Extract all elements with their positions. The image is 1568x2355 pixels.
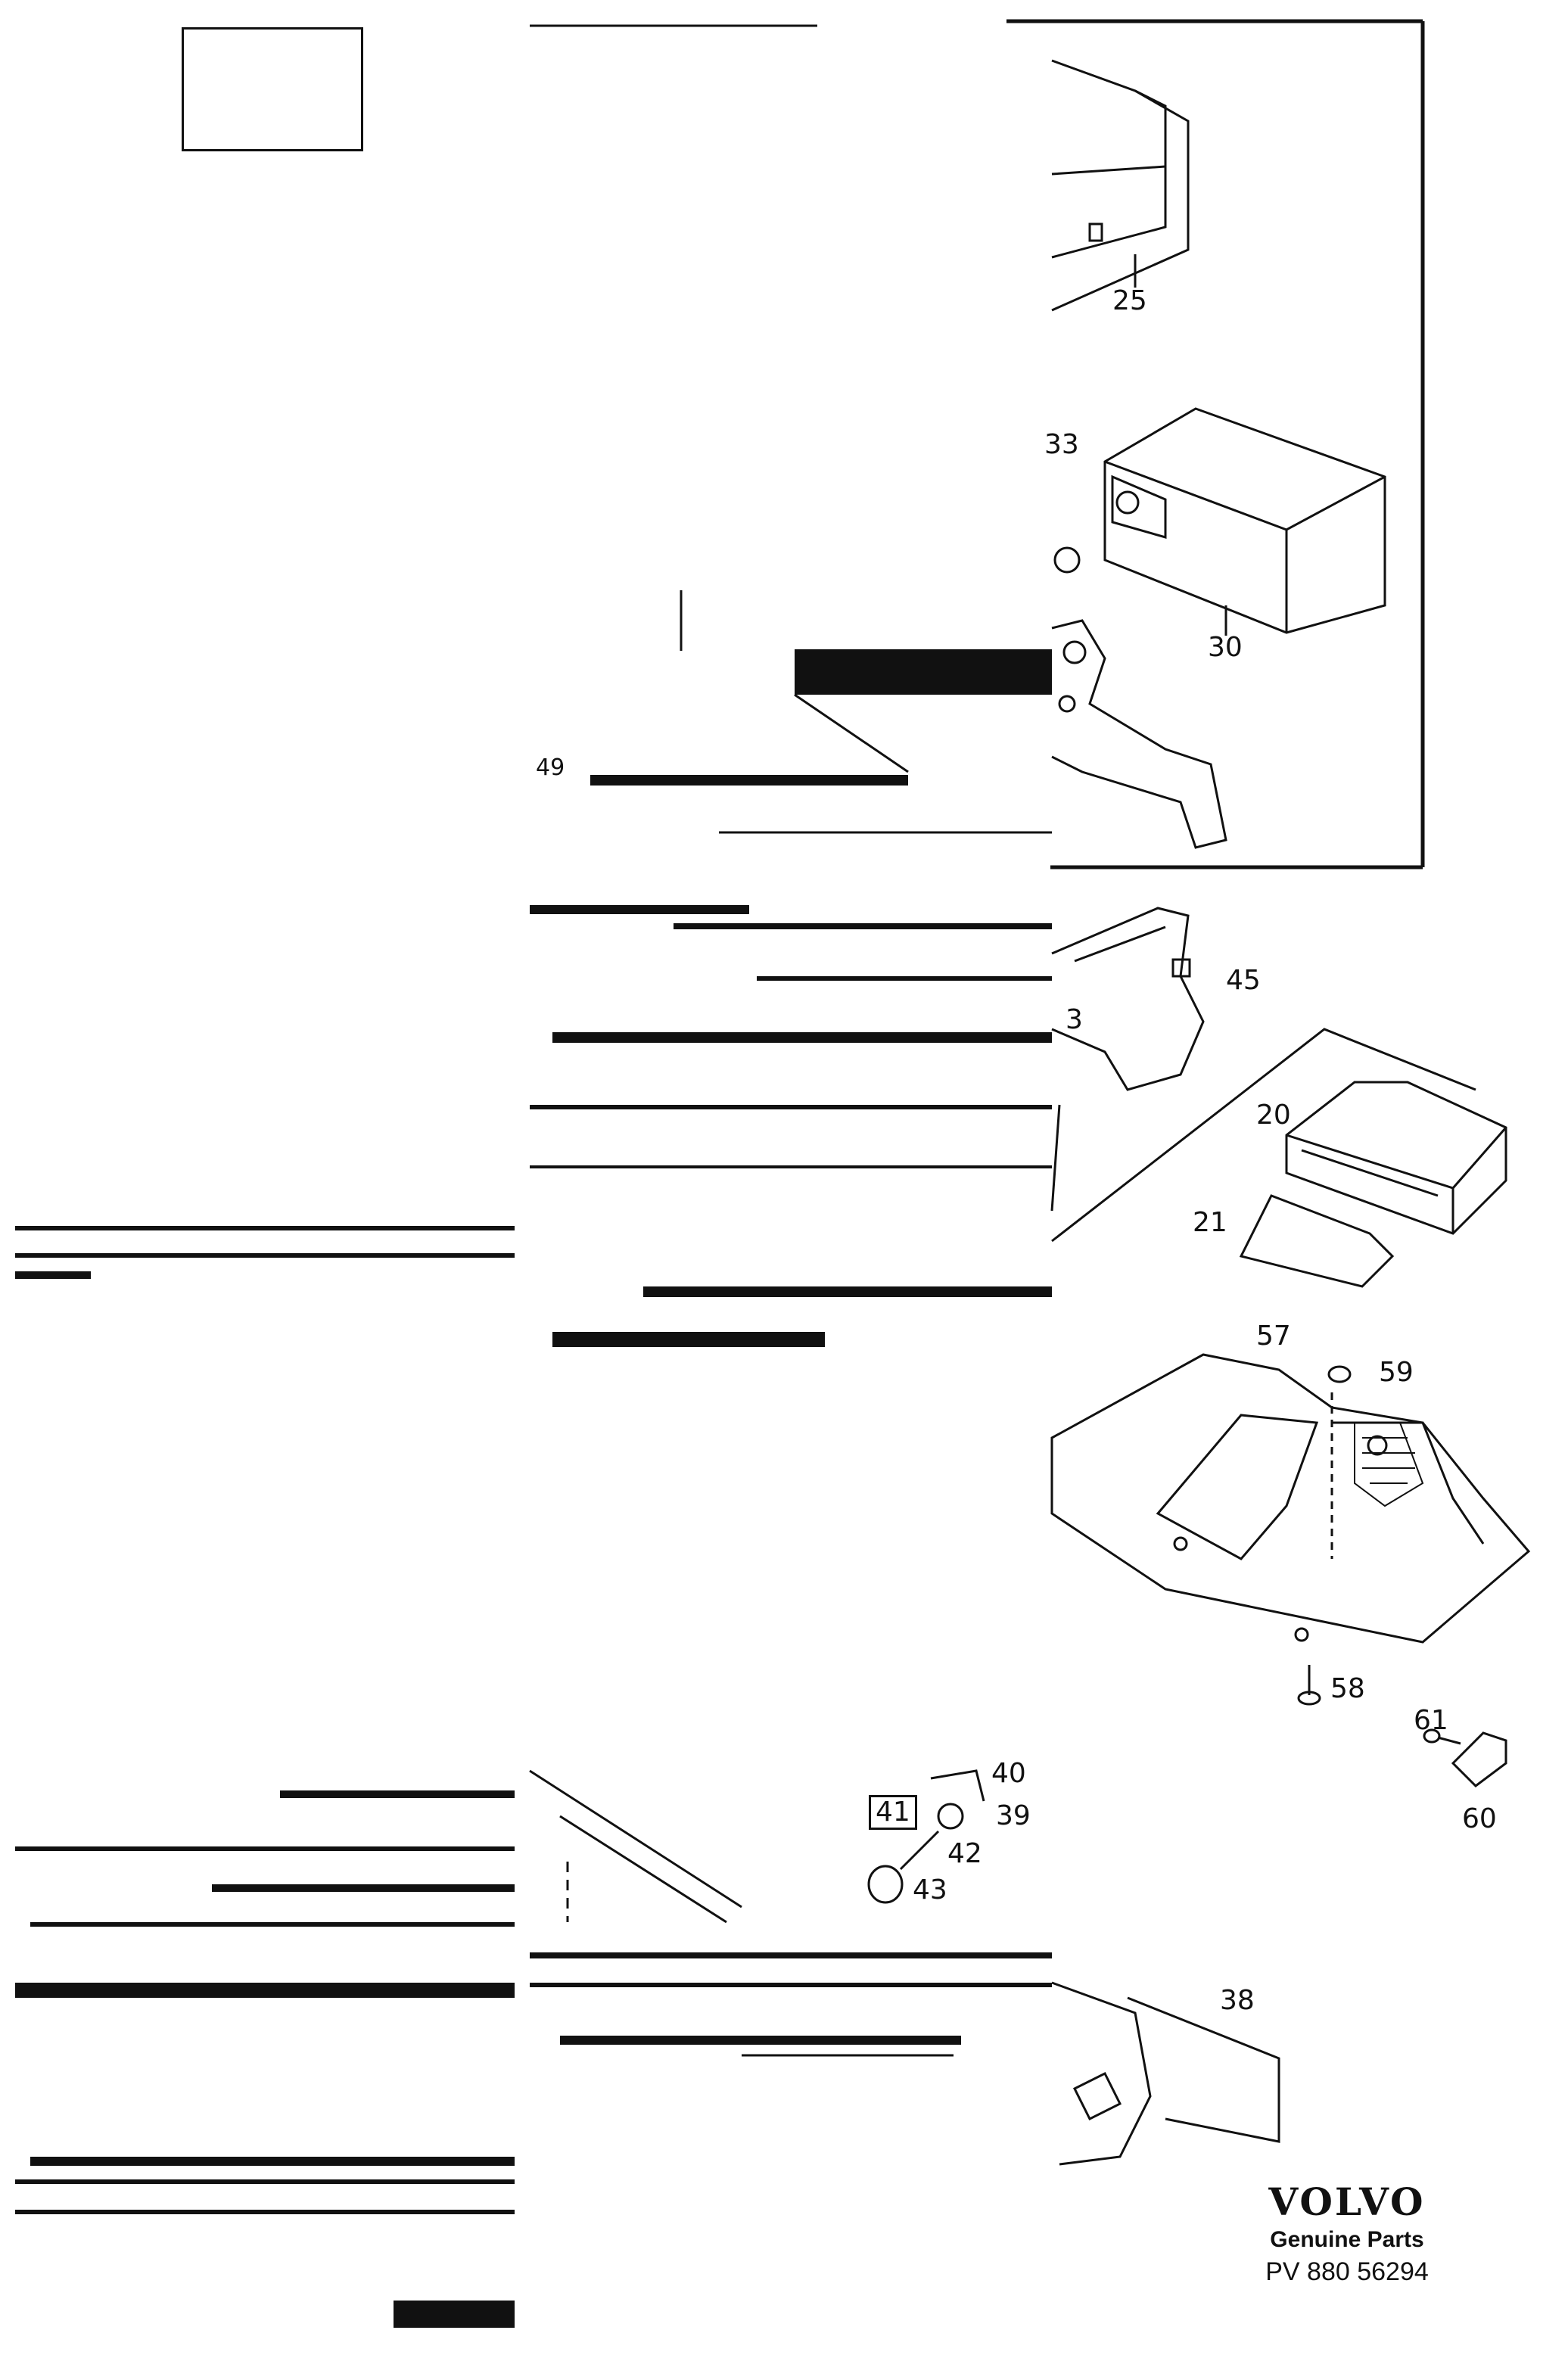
part-58-screw	[1297, 1665, 1321, 1706]
inset-frame	[1006, 19, 1425, 870]
callout-38: 38	[1220, 1985, 1255, 2016]
callout-21: 21	[1193, 1207, 1227, 1238]
callout-25: 25	[1112, 285, 1147, 316]
part-60-knob	[1451, 1731, 1507, 1787]
console-grille	[1354, 1422, 1424, 1507]
callout-43: 43	[913, 1874, 947, 1905]
part-61-screw	[1423, 1728, 1461, 1745]
callout-42: 42	[947, 1838, 982, 1869]
brand-tagline: Genuine Parts	[1270, 2227, 1424, 2252]
part-20-coin-tray	[1051, 1028, 1507, 1243]
bulb-assembly	[867, 1769, 985, 1904]
callout-3: 3	[1066, 1004, 1083, 1035]
callout-20: 20	[1256, 1100, 1291, 1131]
part-21-tray-insert	[1239, 1194, 1395, 1288]
callout-57: 57	[1256, 1321, 1291, 1352]
vehicle-thumbnail	[182, 27, 363, 151]
part-59-washer	[1327, 1365, 1352, 1383]
part-57-console-cover	[1050, 1353, 1531, 1644]
brand-block: VOLVO Genuine Parts PV 880 56294	[1218, 2179, 1476, 2287]
mounting-bracket	[1051, 619, 1227, 849]
callout-58: 58	[1330, 1673, 1365, 1704]
callout-39: 39	[996, 1800, 1031, 1831]
part-catalog-code: PV 880 56294	[1265, 2257, 1429, 2286]
callout-60: 60	[1462, 1803, 1497, 1834]
callout-61: 61	[1414, 1705, 1448, 1736]
callout-45: 45	[1226, 965, 1261, 996]
volvo-logo: VOLVO	[1268, 2179, 1426, 2224]
callout-41: 41	[869, 1795, 917, 1830]
scan-artifacts	[15, 649, 1052, 2328]
callout-49: 49	[536, 754, 565, 781]
callout-33: 33	[1044, 429, 1079, 460]
callout-59: 59	[1379, 1357, 1414, 1388]
part-30-compartment	[1053, 407, 1386, 636]
callout-40: 40	[991, 1758, 1026, 1789]
part-25-radio-casing	[1051, 59, 1190, 312]
callout-30: 30	[1208, 632, 1243, 663]
scan-artifact-lines	[529, 590, 1052, 2057]
part-38-housing	[1051, 1981, 1280, 2166]
part-3-frame	[1050, 907, 1205, 1212]
